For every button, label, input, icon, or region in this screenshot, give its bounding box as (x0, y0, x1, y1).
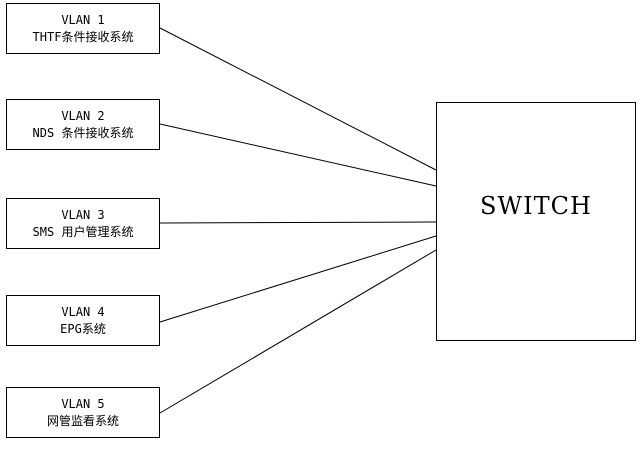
vlan-5-label: 网管监看系统 (46, 413, 119, 428)
vlan-3-label: SMS 用户管理系统 (32, 224, 134, 239)
link-vlan-4 (159, 235, 437, 323)
vlan-3-box: VLAN 3 SMS 用户管理系统 (6, 198, 160, 249)
vlan-1-label: THTF条件接收系统 (32, 29, 134, 44)
switch-label: SWITCH (480, 191, 592, 220)
link-vlan-2 (159, 123, 437, 187)
vlan-2-title: VLAN 2 (61, 108, 105, 123)
link-vlan-1 (159, 27, 437, 171)
link-vlan-3 (159, 221, 437, 224)
link-vlan-5 (159, 249, 437, 414)
vlan-4-title: VLAN 4 (61, 304, 105, 319)
vlan-4-box: VLAN 4 EPG系统 (6, 295, 160, 346)
vlan-3-title: VLAN 3 (61, 207, 105, 222)
vlan-5-title: VLAN 5 (61, 396, 105, 411)
vlan-4-label: EPG系统 (60, 321, 106, 336)
vlan-2-box: VLAN 2 NDS 条件接收系统 (6, 99, 160, 150)
vlan-5-box: VLAN 5 网管监看系统 (6, 387, 160, 438)
vlan-1-title: VLAN 1 (61, 12, 105, 27)
vlan-2-label: NDS 条件接收系统 (32, 125, 134, 140)
vlan-1-box: VLAN 1 THTF条件接收系统 (6, 3, 160, 54)
switch-box: SWITCH (436, 102, 636, 341)
